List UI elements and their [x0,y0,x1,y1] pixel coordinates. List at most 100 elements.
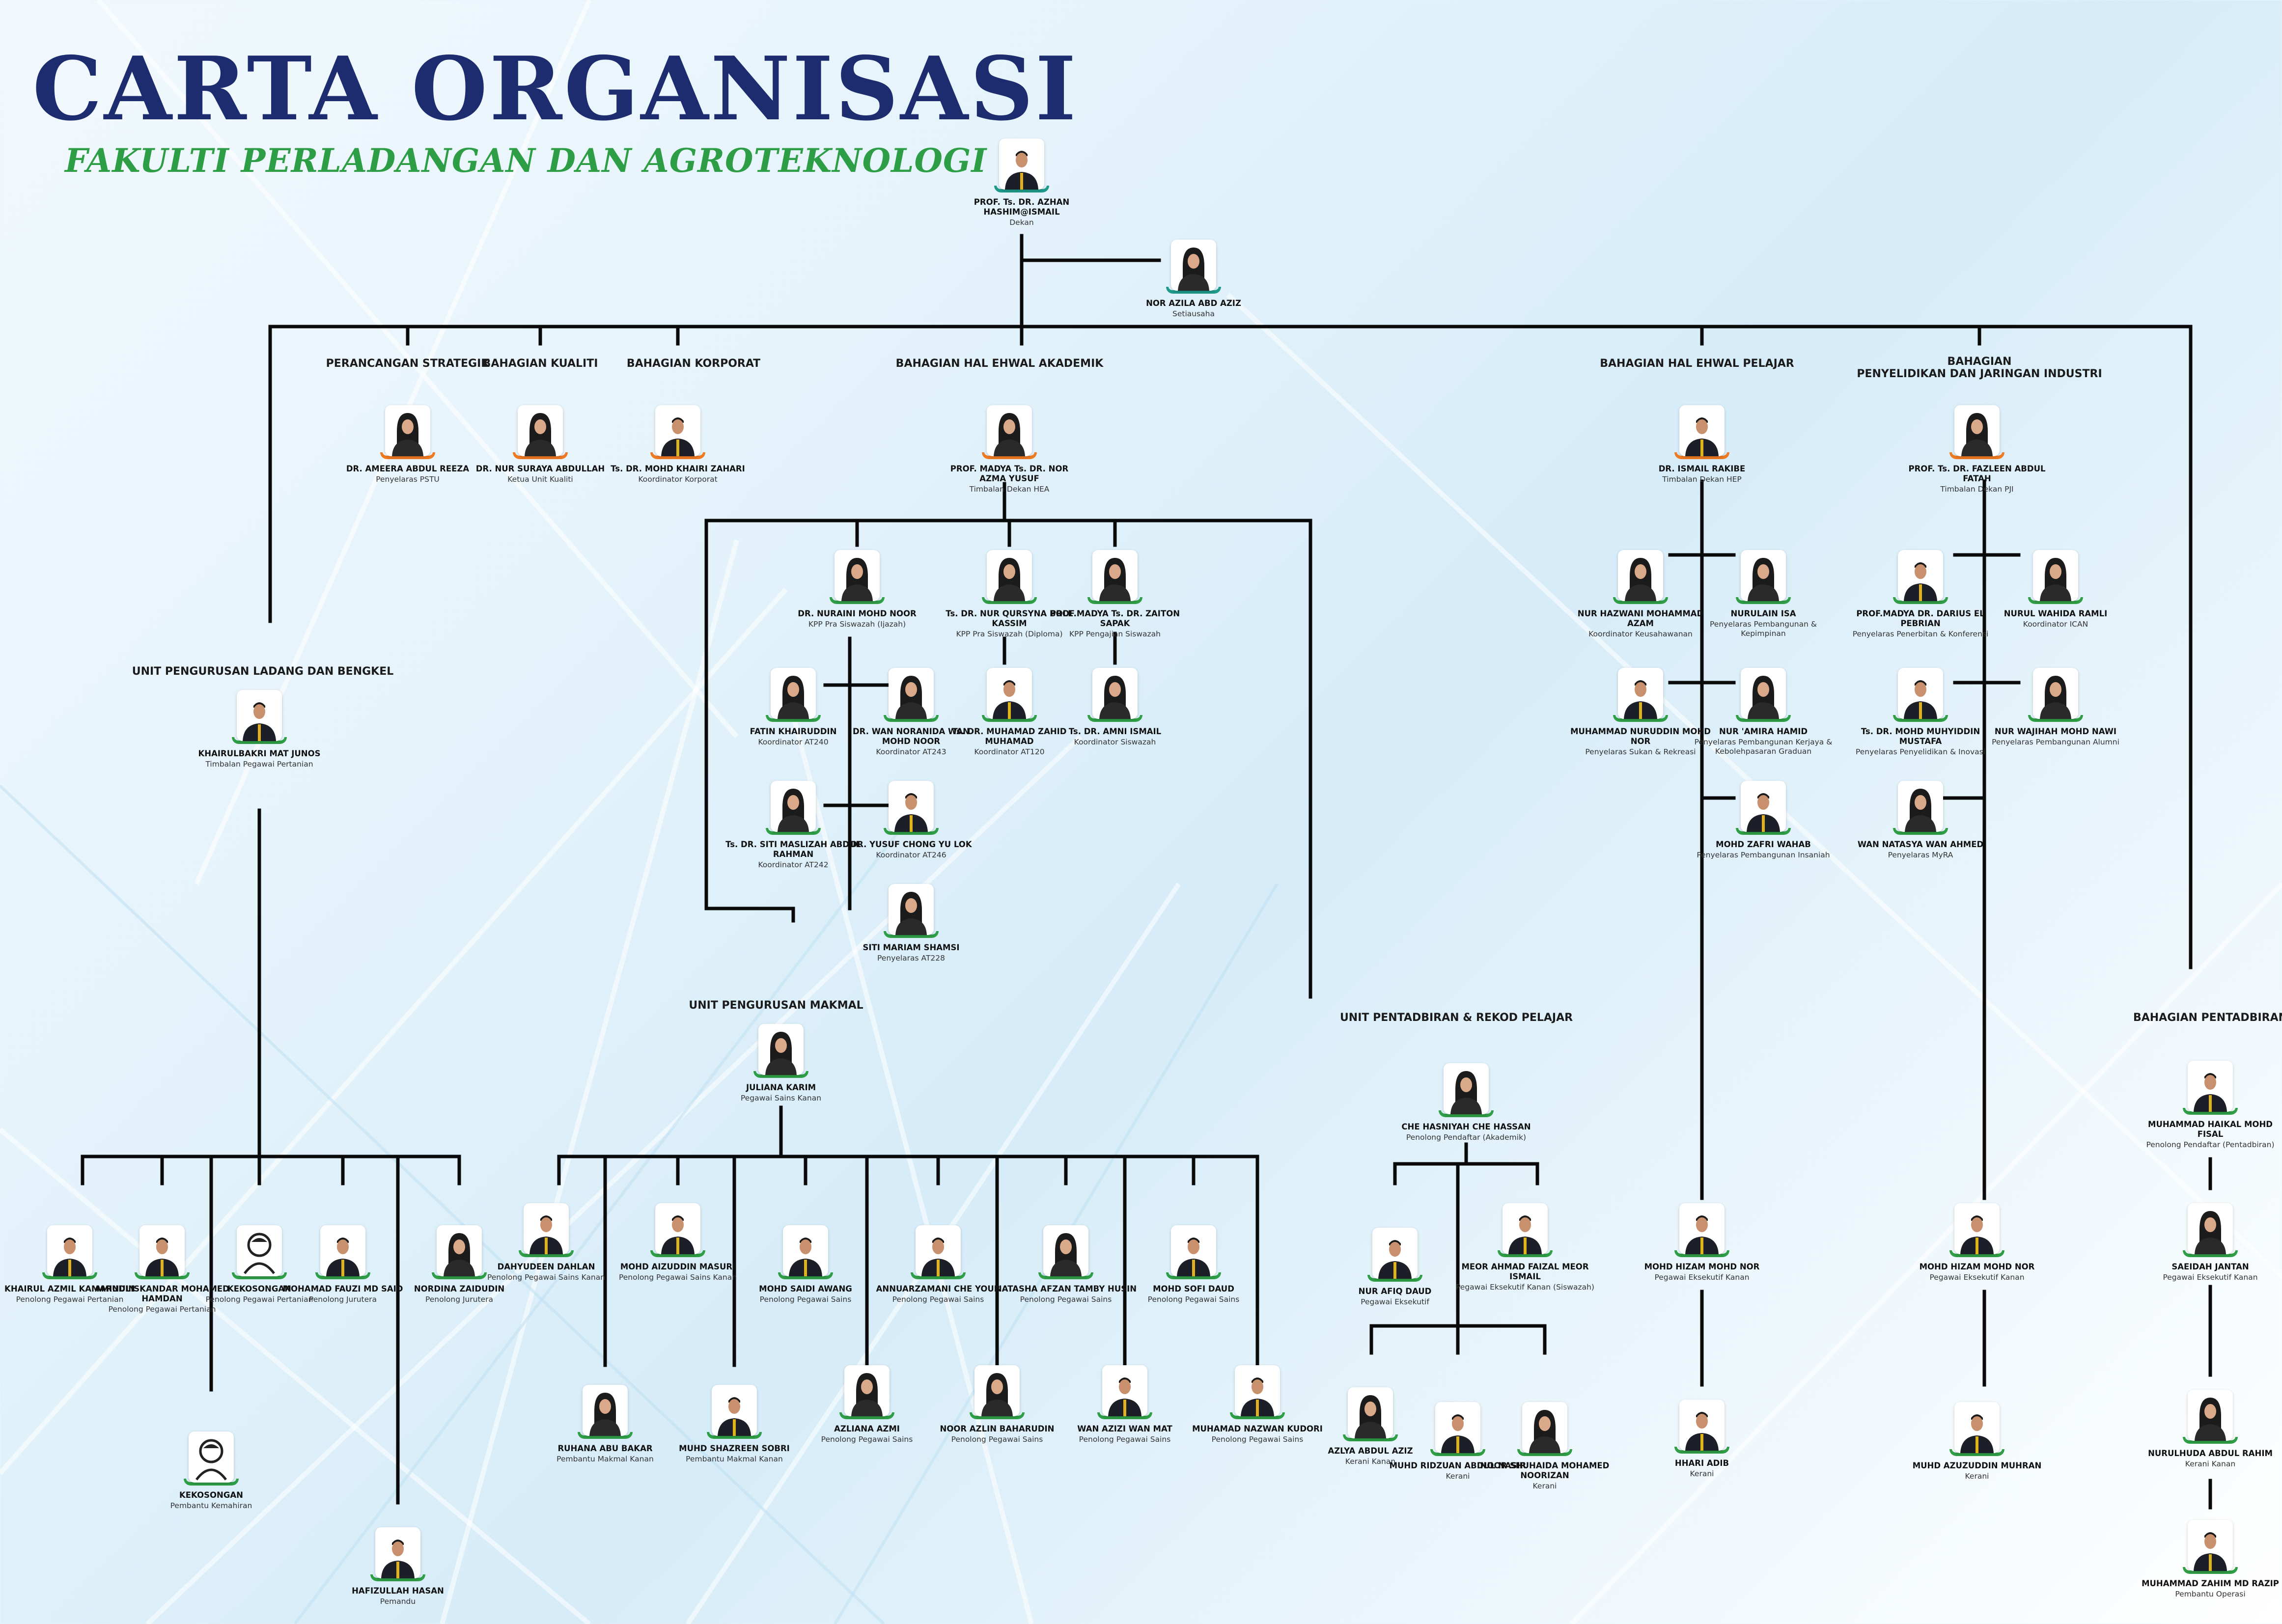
male-avatar-icon [894,793,928,832]
section-title-line: BAHAGIAN KORPORAT [626,358,761,370]
female-avatar-icon [589,1393,621,1436]
node-name: NOOR SHUHAIDA MOHAMED NOORIZAN [1480,1461,1610,1480]
node-name: Ts. DR. NUR QURSYNA BOLL KASSIM [946,609,1073,628]
node-role: Penolong Pegawai Sains [759,1294,852,1304]
accent-arc [1613,715,1668,722]
avatar [1679,1203,1725,1254]
node-role: Penyelaras Pembangunan Alumni [1992,737,2119,746]
node-name: Ts. DR. MOHD KHAIRI ZAHARI [611,464,745,473]
avatar [783,1225,828,1276]
accent-arc [994,186,1049,193]
accent-arc [1736,597,1791,604]
female-avatar-icon [994,413,1025,456]
node-role: Timbalan Dekan HEP [1662,474,1742,484]
node-name: DR. NURAINI MOHD NOOR [798,609,917,618]
section-title-line: BAHAGIAN HAL EHWAL AKADEMIK [895,358,1104,370]
section-title-hea: BAHAGIAN HAL EHWAL AKADEMIK [896,358,1104,370]
accent-arc [232,1272,287,1279]
avatar [1372,1228,1418,1279]
node-role: Kerani [1690,1469,1714,1478]
accent-arc [1430,1449,1485,1456]
avatar [47,1225,92,1276]
female-avatar-icon [1625,558,1656,601]
node-name: MOHD SAIDI AWANG [759,1284,852,1294]
accent-arc [1087,597,1142,604]
section-title-pentadbiran: BAHAGIAN PENTADBIRAN [2133,1012,2282,1024]
female-avatar-icon [1450,1071,1482,1114]
section-title-line: BAHAGIAN PENTADBIRAN [2133,1012,2282,1024]
accent-arc [1893,715,1948,722]
avatar [1444,1063,1489,1114]
accent-arc [315,1272,370,1279]
accent-arc [1949,1250,2004,1257]
accent-arc [1343,1434,1398,1441]
section-title-line: UNIT PENGURUSAN MAKMAL [689,999,863,1012]
female-avatar-icon [778,676,809,719]
accent-arc [911,1272,966,1279]
male-avatar-icon [921,1238,955,1276]
avatar [1348,1387,1393,1438]
node-role: Penyelaras Sukan & Rekreasi [1585,747,1696,756]
node-name: WAN AZIZI WAN MAT [1077,1424,1172,1433]
avatar [375,1527,420,1578]
section-title-perancangan: PERANCANGAN STRATEGIK [326,358,490,370]
accent-arc [1674,1447,1729,1454]
avatar [889,668,934,719]
female-avatar-icon [1099,676,1131,719]
avatar [1679,405,1725,456]
male-avatar-icon [1904,680,1937,719]
node-role: Kerani [1965,1471,1989,1481]
avatar [655,405,700,456]
node-role: Penolong Pegawai Sains [1079,1434,1171,1444]
accent-arc [1166,287,1221,294]
avatar [1618,668,1663,719]
male-avatar-icon [1508,1215,1542,1254]
accent-arc [2183,1250,2238,1257]
avatar [1741,781,1786,832]
female-avatar-icon [1748,676,1779,719]
node-name: KEKOSONGAN [179,1490,243,1500]
section-title-line: PERANCANGAN STRATEGIK [326,358,490,370]
avatar [1741,550,1786,601]
avatar [1954,1402,2000,1453]
section-title-kualiti: BAHAGIAN KUALITI [483,358,598,370]
accent-arc [1087,715,1142,722]
male-avatar-icon [1685,417,1719,456]
node-name: MUHAMMAD HAIKAL MOHD FISAL [2148,1120,2273,1139]
node-role: Penyelaras Pembangunan Kerjaya & Keboleh… [1694,737,1833,756]
avatar [139,1225,185,1276]
avatar [1235,1365,1280,1416]
accent-arc [884,715,939,722]
avatar [1954,405,2000,456]
female-avatar-icon [1099,558,1131,601]
female-avatar-icon [1905,789,1936,832]
node-role: Pemandu [380,1596,416,1606]
accent-arc [778,1272,833,1279]
accent-arc [1166,1272,1221,1279]
female-avatar-icon [895,676,927,719]
node-role: Penolong Pegawai Sains Kanan [618,1272,737,1282]
avatar [1522,1402,1567,1453]
accent-arc [766,828,821,835]
node-role: Koordinator AT242 [758,860,829,869]
avatar [189,1431,234,1483]
avatar [2033,668,2078,719]
avatar [2033,550,2078,601]
avatar [1435,1402,1480,1453]
